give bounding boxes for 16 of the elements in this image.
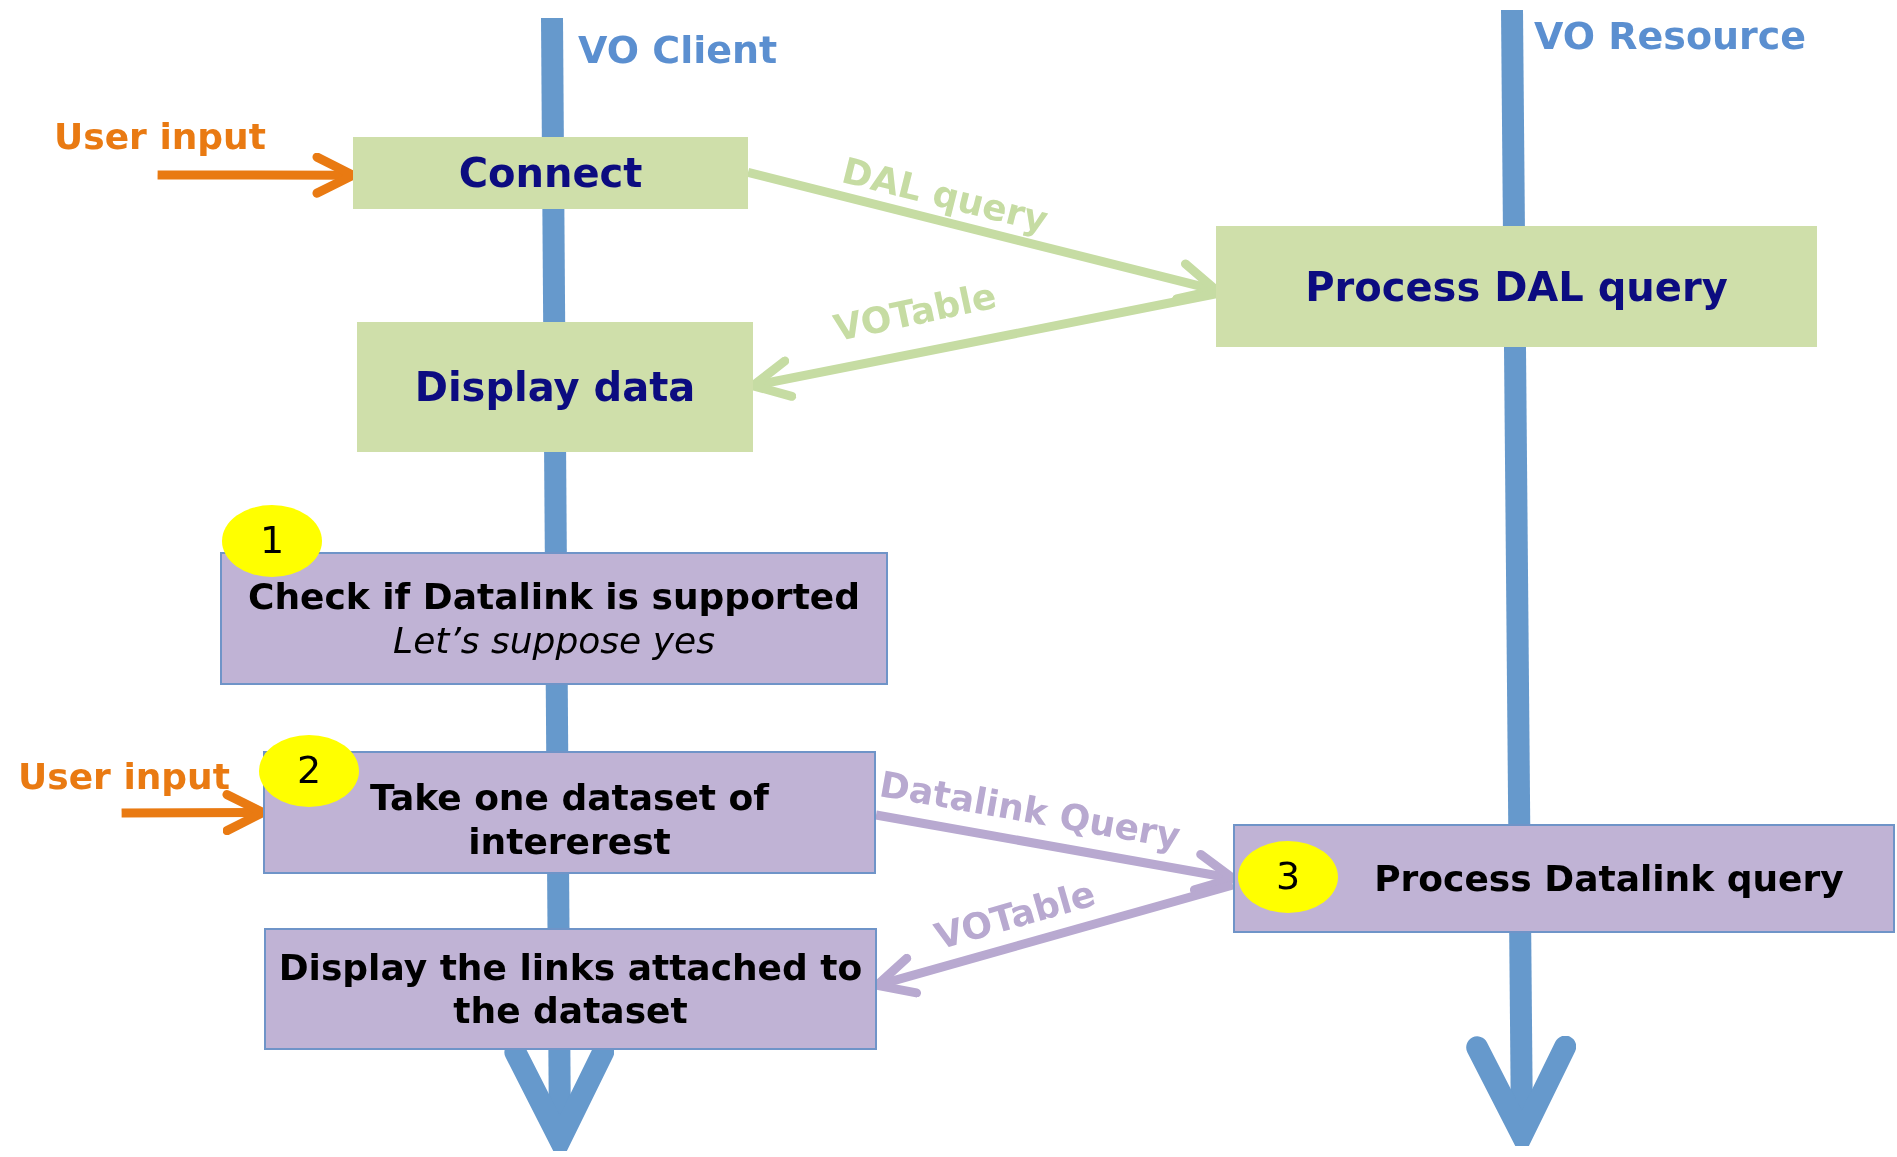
step-number-badge: 1 [222, 505, 322, 577]
box-note: Let’s suppose yes [393, 618, 715, 662]
user-input-text: User input [40, 112, 280, 162]
step-number-badge: 2 [259, 735, 359, 807]
process-box: Display the links attached to the dataset [264, 928, 877, 1050]
process-box: Display data [357, 322, 753, 452]
process-box: Connect [353, 137, 748, 209]
lifeline-title: VO Client [578, 28, 778, 72]
process-box [1233, 824, 1895, 933]
lifeline-title: VO Resource [1534, 14, 1807, 58]
box-text: Process Datalink query [1374, 856, 1844, 901]
process-box: Process DAL query [1216, 226, 1817, 347]
box-heading: Check if Datalink is supported [247, 575, 861, 619]
step-number-badge: 3 [1238, 841, 1338, 913]
process-box [220, 552, 888, 685]
user-input-text: User input [4, 752, 244, 802]
